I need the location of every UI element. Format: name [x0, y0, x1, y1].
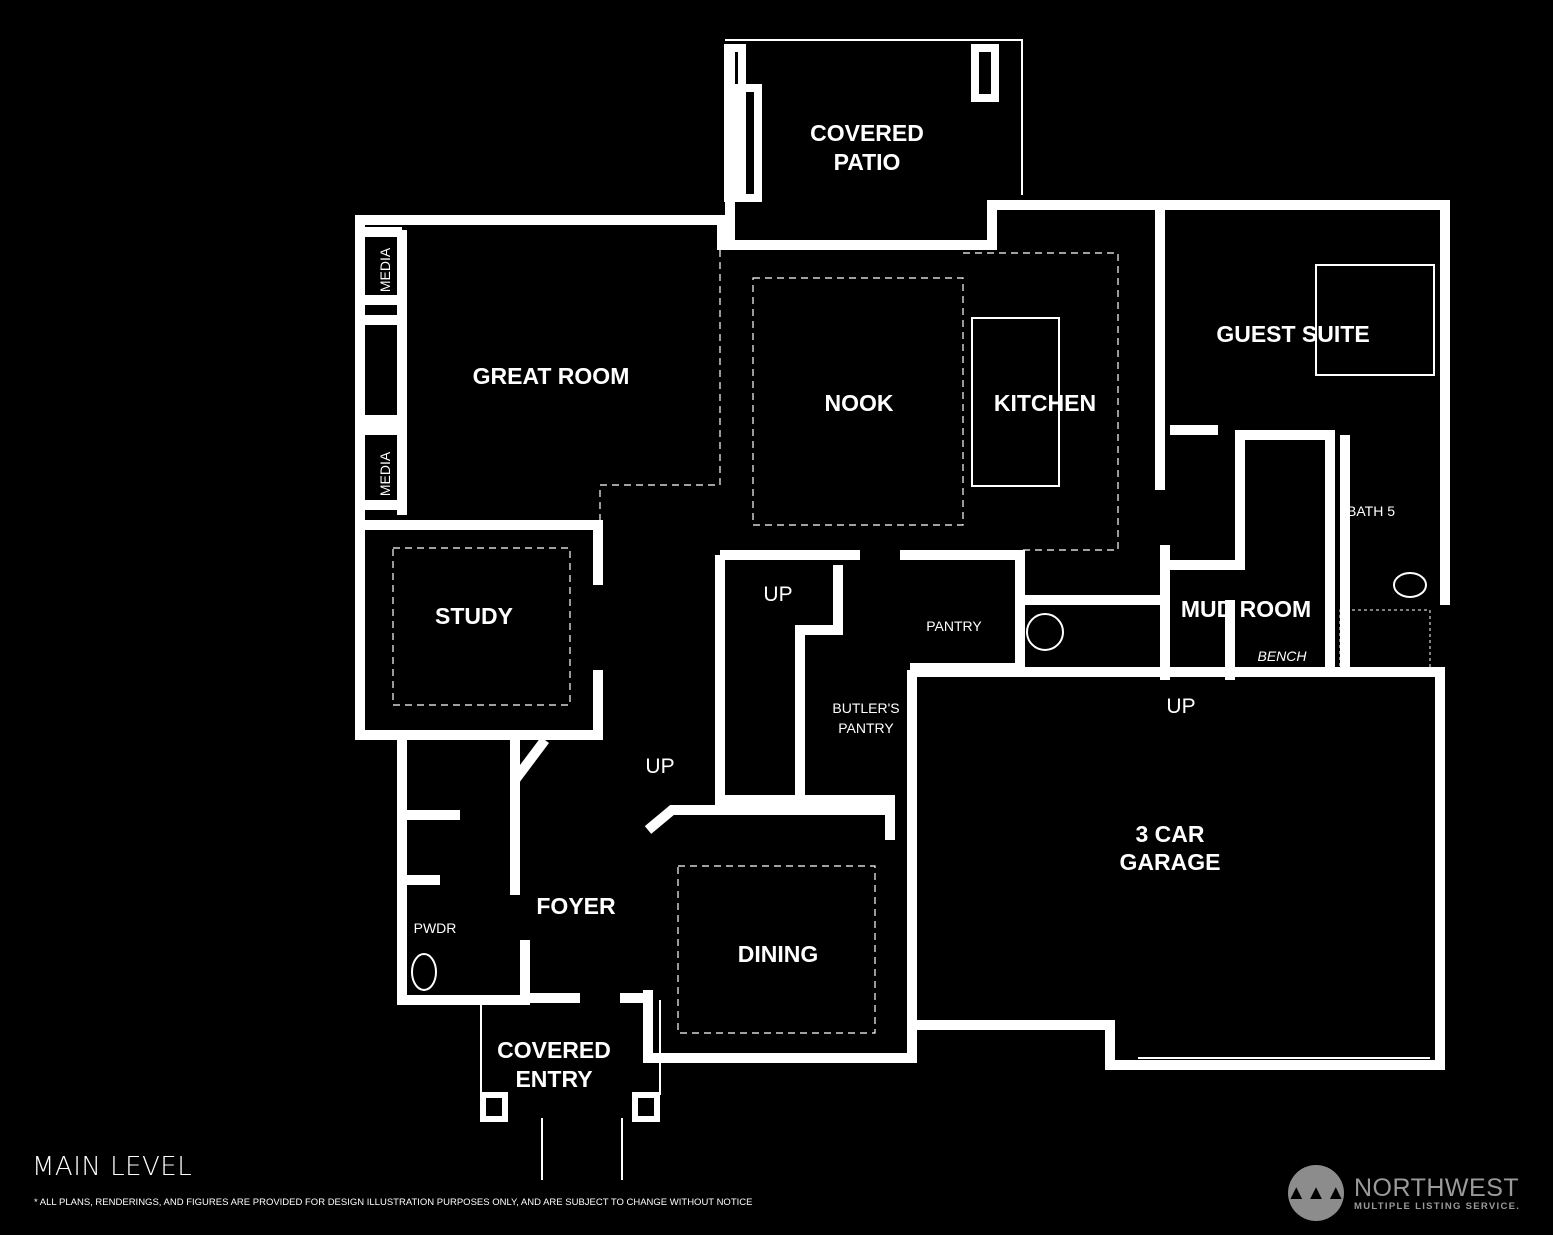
room-label-pwdr: PWDR [414, 920, 457, 936]
patio-pillar [971, 44, 999, 102]
kitchen-island [971, 317, 1060, 487]
level-title: MAIN LEVEL [32, 1152, 193, 1182]
suite-wall [1022, 205, 1350, 680]
garage-door [945, 1024, 1430, 1059]
kitchen-boundary [963, 252, 1119, 551]
entry-pillar [632, 1092, 660, 1122]
dining-boundary [677, 865, 876, 1034]
logo-name: NORTHWEST [1354, 1173, 1520, 1202]
stair-up-label: UP [1166, 695, 1195, 718]
study-wall [362, 520, 603, 740]
patio-fireplace [732, 84, 762, 202]
toilet [411, 953, 437, 991]
room-label-kitchen: KITCHEN [994, 390, 1096, 416]
shower [1339, 609, 1431, 669]
bench-label: BENCH [1257, 648, 1307, 664]
room-label-bath-5: BATH 5 [1347, 503, 1395, 519]
room-label-pantry: PANTRY [926, 618, 982, 634]
entry-outline [480, 1000, 661, 1180]
room-label-butlers-pantry: PANTRY [838, 720, 894, 736]
disclaimer: * ALL PLANS, RENDERINGS, AND FIGURES ARE… [34, 1197, 753, 1208]
room-label-butlers-pantry: BUTLER'S [832, 700, 899, 716]
room-label-covered-patio: PATIO [834, 149, 901, 175]
pwdr-wall [397, 735, 549, 1005]
great-room-boundary [599, 250, 721, 520]
logo-subtitle: MULTIPLE LISTING SERVICE. [1354, 1200, 1521, 1212]
trees-icon: ▲▲▲ [1286, 1165, 1346, 1221]
dining-wall [643, 670, 917, 1063]
room-label-study: STUDY [435, 603, 513, 629]
wall [357, 200, 1450, 605]
room-label-media: MEDIA [377, 247, 393, 292]
room-label-mud-room: MUD ROOM [1181, 596, 1311, 622]
room-label-covered-entry: ENTRY [515, 1066, 592, 1092]
room-label-guest-suite: GUEST SUITE [1216, 321, 1369, 347]
stair-wall [715, 550, 1025, 840]
study-boundary [392, 547, 571, 706]
patio-outline [725, 39, 1023, 195]
nwmls-logo: ▲▲▲ NORTHWEST MULTIPLE LISTING SERVICE. [1286, 1165, 1521, 1221]
stair-up-label: UP [645, 755, 674, 778]
room-label-garage: GARAGE [1120, 849, 1221, 875]
guest-bed [1315, 264, 1435, 376]
room-label-covered-entry: COVERED [497, 1037, 611, 1063]
room-label-dining: DINING [738, 941, 819, 967]
media-wall [362, 227, 407, 515]
room-label-garage: 3 CAR [1135, 821, 1204, 847]
room-label-covered-patio: COVERED [810, 120, 924, 146]
room-label-foyer: FOYER [536, 893, 616, 919]
entry-pillar [480, 1092, 508, 1122]
toilet [1393, 572, 1427, 598]
room-label-great-room: GREAT ROOM [473, 363, 630, 389]
room-label-media: MEDIA [377, 451, 393, 496]
room-label-nook: NOOK [825, 390, 894, 416]
water-heater [1026, 613, 1064, 651]
stair-up-label: UP [763, 583, 792, 606]
